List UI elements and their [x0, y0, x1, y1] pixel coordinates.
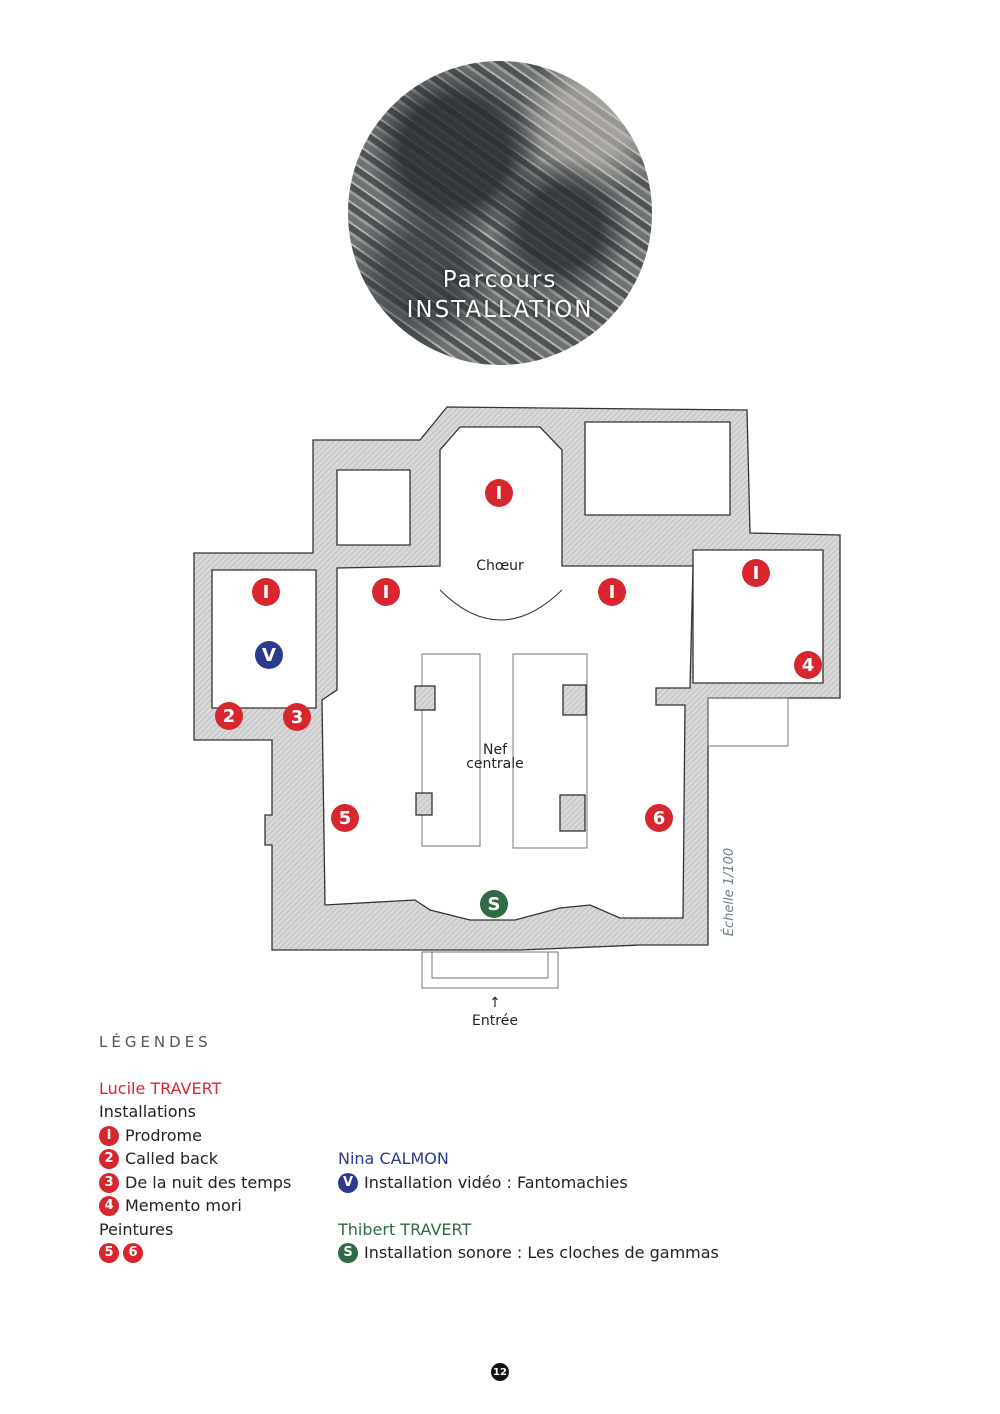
plan-marker-2: 2: [215, 702, 243, 730]
badge-icon: 2: [99, 1149, 119, 1169]
page-number: 12: [491, 1363, 509, 1381]
badge-icon: V: [338, 1173, 358, 1193]
plan-marker-i: I: [742, 559, 770, 587]
legend-title: LÉGENDES: [99, 1033, 212, 1051]
artist-name: Thibert TRAVERT: [338, 1220, 472, 1239]
legend-artist-lucile: Lucile TRAVERT: [99, 1079, 221, 1099]
badge-icon: 3: [99, 1173, 119, 1193]
legend-artist-thibert: Thibert TRAVERT: [338, 1220, 471, 1240]
artist-name: Nina CALMON: [338, 1149, 449, 1168]
legend-peintures-heading: Peintures: [99, 1220, 173, 1240]
title-line-2: INSTALLATION: [406, 297, 594, 323]
legend-item-v: V Installation vidéo : Fantomachies: [338, 1173, 628, 1193]
label-nef-1: Nef: [482, 742, 507, 758]
item-label: Installation sonore : Les cloches de gam…: [364, 1243, 719, 1262]
item-label: De la nuit des temps: [125, 1173, 292, 1192]
heading-text: Peintures: [99, 1220, 174, 1239]
plan-marker-i: I: [252, 578, 280, 606]
label-scale: Échelle 1/100: [722, 847, 737, 937]
title-line-1: Parcours: [442, 267, 558, 293]
item-label: Memento mori: [125, 1196, 242, 1215]
item-label: Installation vidéo : Fantomachies: [364, 1173, 628, 1192]
item-label: Called back: [125, 1149, 218, 1168]
plan-marker-s: S: [480, 890, 508, 918]
plan-marker-i: I: [485, 479, 513, 507]
plan-marker-3: 3: [283, 703, 311, 731]
legend-artist-nina: Nina CALMON: [338, 1149, 449, 1169]
legend-item-2: 2 Called back: [99, 1149, 218, 1169]
entrance-arrow-icon: ↑: [489, 995, 501, 1011]
legend-item-4: 4 Memento mori: [99, 1196, 242, 1216]
legend-installations-heading: Installations: [99, 1102, 196, 1122]
legend-item-s: S Installation sonore : Les cloches de ga…: [338, 1243, 719, 1263]
label-entree: Entrée: [472, 1013, 518, 1029]
legend-item-3: 3 De la nuit des temps: [99, 1173, 291, 1193]
badge-icon: 6: [123, 1243, 143, 1263]
header-photo-circle: Parcours INSTALLATION: [348, 61, 652, 365]
badge-icon: I: [99, 1126, 119, 1146]
artist-name: Lucile TRAVERT: [99, 1079, 222, 1098]
plan-marker-6: 6: [645, 804, 673, 832]
plan-marker-4: 4: [794, 651, 822, 679]
heading-text: Installations: [99, 1102, 196, 1121]
plan-marker-i: I: [598, 578, 626, 606]
plan-marker-5: 5: [331, 804, 359, 832]
badge-icon: 4: [99, 1196, 119, 1216]
walls: [193, 406, 841, 989]
item-label: Prodrome: [125, 1126, 202, 1145]
legend-item-1: I Prodrome: [99, 1126, 202, 1146]
plan-marker-v: V: [255, 641, 283, 669]
plan-marker-i: I: [372, 578, 400, 606]
label-nef-2: centrale: [466, 756, 524, 772]
badge-icon: S: [338, 1243, 358, 1263]
label-choeur: Chœur: [476, 558, 524, 574]
badge-icon: 5: [99, 1243, 119, 1263]
